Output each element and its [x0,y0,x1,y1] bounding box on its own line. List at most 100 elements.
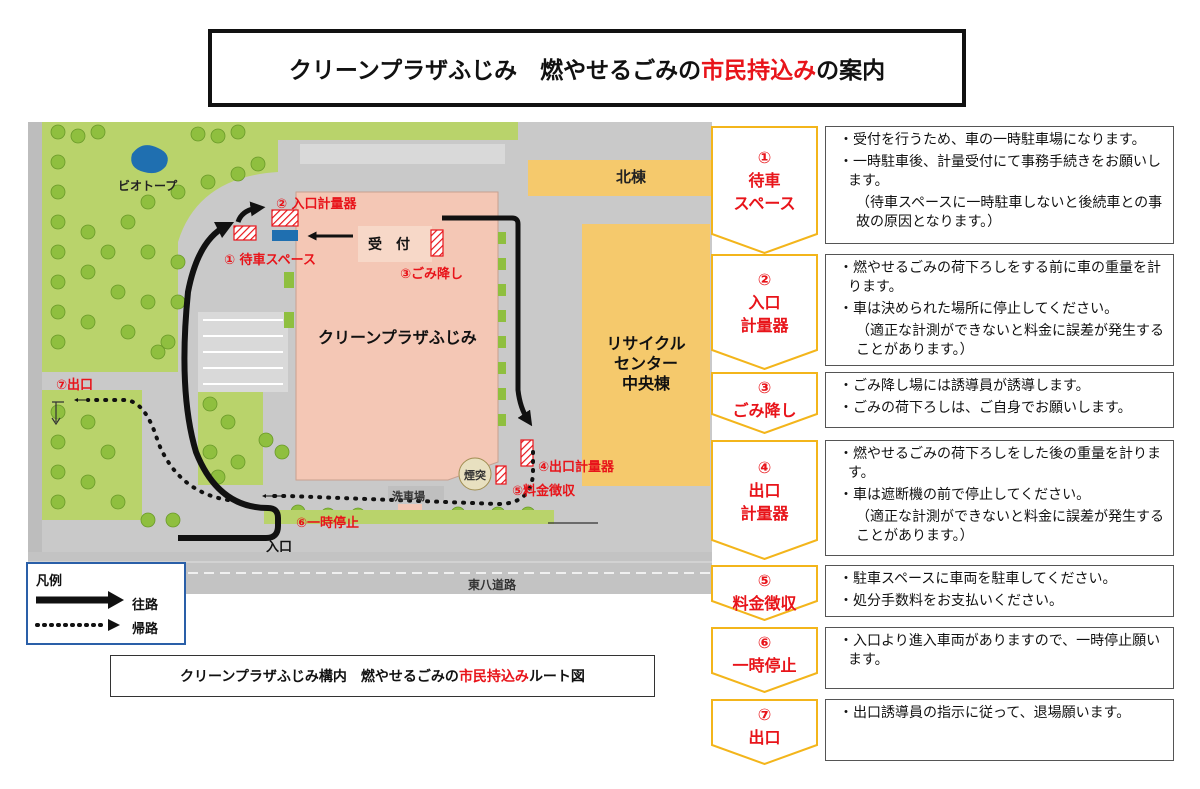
step-number: ⑥ [757,633,772,652]
legend-arrows [35,591,124,631]
p3-label: ③ごみ降し [400,267,464,282]
step-3-description: ・ごみ降し場には誘導員が誘導します。・ごみの荷下ろしは、ご自身でお願いします。 [825,372,1174,428]
tree [220,414,236,430]
step-chevron [711,440,818,560]
tree [50,184,66,200]
main-building-label: クリーンプラザふじみ [318,328,477,347]
step-number: ③ [757,378,772,397]
chimney-shape [458,457,492,491]
description-line: ・処分手数料をお支払いください。 [839,592,1063,609]
tree [170,254,186,270]
outbound-route-3 [442,215,533,427]
waiting-space-marker [272,230,298,241]
tree [110,494,126,510]
step-label: 一時停止 [732,656,797,676]
legend: 凡例 往路 帰路 [26,562,186,645]
tree [50,214,66,230]
tree [50,154,66,170]
tree [50,434,66,450]
step-chevron [711,126,818,254]
outbound-route-1 [178,221,281,541]
tree [202,444,218,460]
step-number: ⑦ [757,705,772,724]
description-line: ・ごみの荷下ろしは、ご自身でお願いします。 [839,399,1132,416]
chimney-label: 煙突 [464,469,486,482]
tree [210,128,226,144]
tree [150,344,166,360]
north-building-label: 北棟 [616,168,647,186]
tree [80,264,96,280]
step-chevron [711,565,818,621]
tree [80,224,96,240]
recycle-center-label: リサイクル センター 中央棟 [598,334,694,394]
description-line: ・燃やせるごみの荷下ろしをする前に車の重量を計ります。 [839,260,1161,295]
p4-label: ④出口計量器 [538,460,615,475]
step-number: ② [757,269,772,289]
wash-area-label: 洗車場 [392,490,425,503]
step-7: ⑦ 出口 [711,699,818,765]
tree [80,414,96,430]
building-green-strips [284,232,506,426]
step-label: 出口 [748,480,781,500]
description-line: （適正な計測ができないと料金に誤差が発生することがあります。） [856,322,1164,358]
recycle-center-line-3: 中央棟 [621,374,670,393]
step-1-description: ・受付を行うため、車の一時駐車場になります。・一時駐車後、計量受付にて事務手続き… [825,126,1174,244]
p3-marker [430,229,444,257]
page-title: クリーンプラザふじみ 燃やせるごみの市民持込みの案内 [208,29,966,107]
grass-west [42,122,278,372]
title-prefix: クリーンプラザふじみ 燃やせるごみの [288,58,702,84]
legend-return: 帰路 [132,622,159,637]
tree [190,126,206,142]
step-label: 出口 [748,728,781,748]
legend-outbound: 往路 [132,598,159,613]
tree [140,294,156,310]
step-number: ① [757,147,772,167]
title-highlight: 市民持込み [701,58,817,84]
grass-south-strip [264,510,554,524]
caption-prefix: クリーンプラザふじみ構内 燃やせるごみの [180,669,459,685]
step-chevron [711,699,818,765]
p2-marker [271,209,299,227]
description-line: ・駐車スペースに車両を駐車してください。 [839,571,1117,587]
caption-suffix: ルート図 [528,669,585,685]
tree [120,324,136,340]
tree [110,284,126,300]
tree [165,512,181,528]
description-line: ・受付を行うため、車の一時駐車場になります。 [839,132,1146,148]
trees [50,124,536,528]
biotope-label: ビオトープ [118,179,178,193]
step-2-description: ・燃やせるごみの荷下ろしをする前に車の重量を計ります。・車は決められた場所に停止… [825,254,1174,366]
tree [50,304,66,320]
tree [274,444,290,460]
tree [50,464,66,480]
step-6: ⑥ 一時停止 [711,627,818,693]
tree [250,156,266,172]
wash-area-shape [388,486,444,500]
p5-label: ⑤料金徴収 [512,484,576,499]
description-line: ・車は決められた場所に停止してください。 [839,300,1119,317]
tree [170,294,186,310]
site-map-drawing [28,122,712,594]
tree [50,404,66,420]
step-chevron [711,627,818,693]
step-6-description: ・入口より進入車両がありますので、一時停止願います。 [825,627,1174,689]
step-label: スペース [733,193,796,213]
grass-north [278,122,518,140]
tree [80,474,96,490]
p7-label: ⑦出口 [56,378,94,393]
p1-label: ① 待車スペース [224,253,316,268]
tree [258,432,274,448]
description-line: ・入口より進入車両がありますので、一時停止願います。 [839,633,1161,668]
tree [80,314,96,330]
recycle-center-shape [582,224,710,486]
tree [160,334,176,350]
description-line: ・一時駐車後、計量受付にて事務手続きをお願いします。 [839,153,1161,189]
map-caption: クリーンプラザふじみ構内 燃やせるごみの市民持込みルート図 [110,655,655,697]
step-label: 待車 [748,170,781,190]
tree [100,244,116,260]
tree [50,334,66,350]
biotope-pond [131,145,168,174]
